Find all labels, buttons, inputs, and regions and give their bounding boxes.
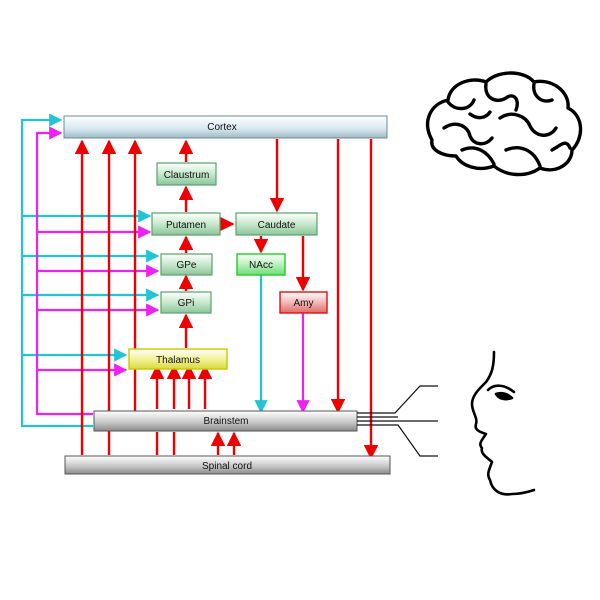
cyan-brainstem-to-cortex bbox=[20, 113, 93, 428]
putamen-label: Putamen bbox=[166, 220, 206, 231]
node-spinal-cord: Spinal cord bbox=[64, 455, 391, 475]
spinal-cord-label: Spinal cord bbox=[202, 461, 252, 472]
face-profile-icon bbox=[470, 350, 536, 496]
node-amy: Amy bbox=[279, 291, 328, 314]
brainstem-label: Brainstem bbox=[203, 416, 248, 427]
node-nacc: NAcc bbox=[236, 253, 286, 276]
thalamus-label: Thalamus bbox=[156, 355, 200, 366]
claustrum-label: Claustrum bbox=[164, 170, 210, 181]
caudate-label: Caudate bbox=[258, 220, 296, 231]
node-thalamus: Thalamus bbox=[128, 348, 228, 370]
node-gpi: GPi bbox=[160, 291, 212, 314]
cranial-nerve-lines bbox=[357, 385, 438, 457]
node-claustrum: Claustrum bbox=[156, 162, 217, 186]
gpi-label: GPi bbox=[178, 298, 195, 309]
magenta-pathways bbox=[35, 126, 310, 416]
node-gpe: GPe bbox=[160, 253, 213, 276]
magenta-brainstem-to-cortex bbox=[35, 126, 93, 416]
node-putamen: Putamen bbox=[151, 212, 221, 236]
red-pathways bbox=[74, 139, 379, 460]
cyan-pathways bbox=[20, 113, 268, 428]
nacc-label: NAcc bbox=[249, 260, 273, 271]
gpe-label: GPe bbox=[176, 260, 196, 271]
node-brainstem: Brainstem bbox=[93, 410, 358, 432]
amy-label: Amy bbox=[294, 298, 314, 309]
node-caudate: Caudate bbox=[235, 212, 318, 236]
node-cortex: Cortex bbox=[63, 115, 388, 139]
cortex-label: Cortex bbox=[207, 122, 236, 133]
brain-icon bbox=[426, 71, 583, 177]
